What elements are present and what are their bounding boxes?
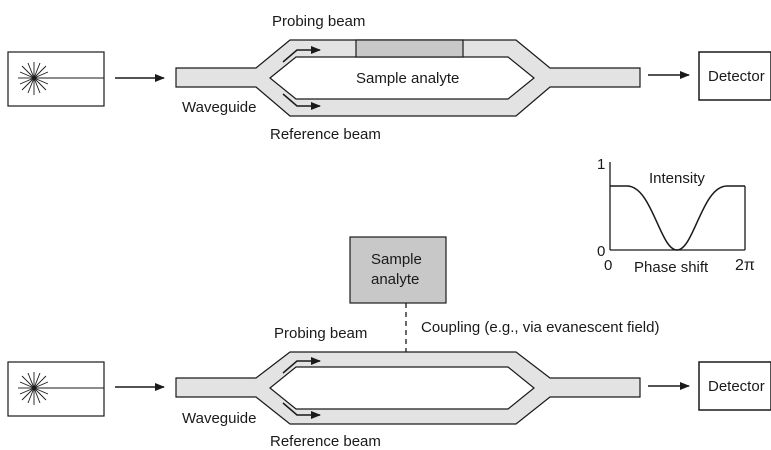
intensity-curve <box>610 185 745 251</box>
intensity-vs-phase-plot: 1 0 0 2π Intensity Phase shift <box>597 156 755 276</box>
bottom-waveguide-label: Waveguide <box>182 410 257 427</box>
top-laser-source-icon <box>7 51 105 107</box>
plot-y-min-label: 0 <box>597 243 605 260</box>
top-reference-beam-label: Reference beam <box>270 126 381 143</box>
bottom-setup: Sample analyte Coupling (e.g., via evane… <box>7 236 771 450</box>
top-detector-box <box>698 51 771 101</box>
top-waveguide-label: Waveguide <box>182 99 257 116</box>
plot-x-axis-label: Phase shift <box>634 259 709 276</box>
bottom-reference-beam-label: Reference beam <box>270 433 381 450</box>
top-reference-beam-arrow <box>282 93 321 110</box>
top-sample-analyte-pad <box>355 39 464 58</box>
top-detector-label: Detector <box>708 68 765 85</box>
plot-x-max-label: 2π <box>735 257 755 274</box>
top-sample-analyte-label: Sample analyte <box>356 70 459 87</box>
top-probing-beam-arrow <box>282 46 321 63</box>
bottom-reference-beam-arrow <box>282 402 321 419</box>
bottom-sample-analyte-box <box>349 236 447 304</box>
bottom-sample-analyte-line1: Sample <box>371 251 422 268</box>
bottom-detector-label: Detector <box>708 378 765 395</box>
bottom-sample-analyte-line2: analyte <box>371 271 419 288</box>
plot-y-max-label: 1 <box>597 156 605 173</box>
top-setup: Probing beam Sample analyte Waveguide Re… <box>7 13 771 143</box>
bottom-probing-beam-arrow <box>282 357 321 374</box>
bottom-probing-beam-label: Probing beam <box>274 325 367 342</box>
plot-x-min-label: 0 <box>604 257 612 274</box>
plot-curve-label: Intensity <box>649 170 705 187</box>
top-waveguide-gap <box>269 56 535 100</box>
bottom-laser-source-icon <box>7 361 105 417</box>
bottom-waveguide-gap <box>269 366 535 410</box>
bottom-detector-box <box>698 361 771 411</box>
coupling-label: Coupling (e.g., via evanescent field) <box>421 319 659 336</box>
top-probing-beam-label: Probing beam <box>272 13 365 30</box>
